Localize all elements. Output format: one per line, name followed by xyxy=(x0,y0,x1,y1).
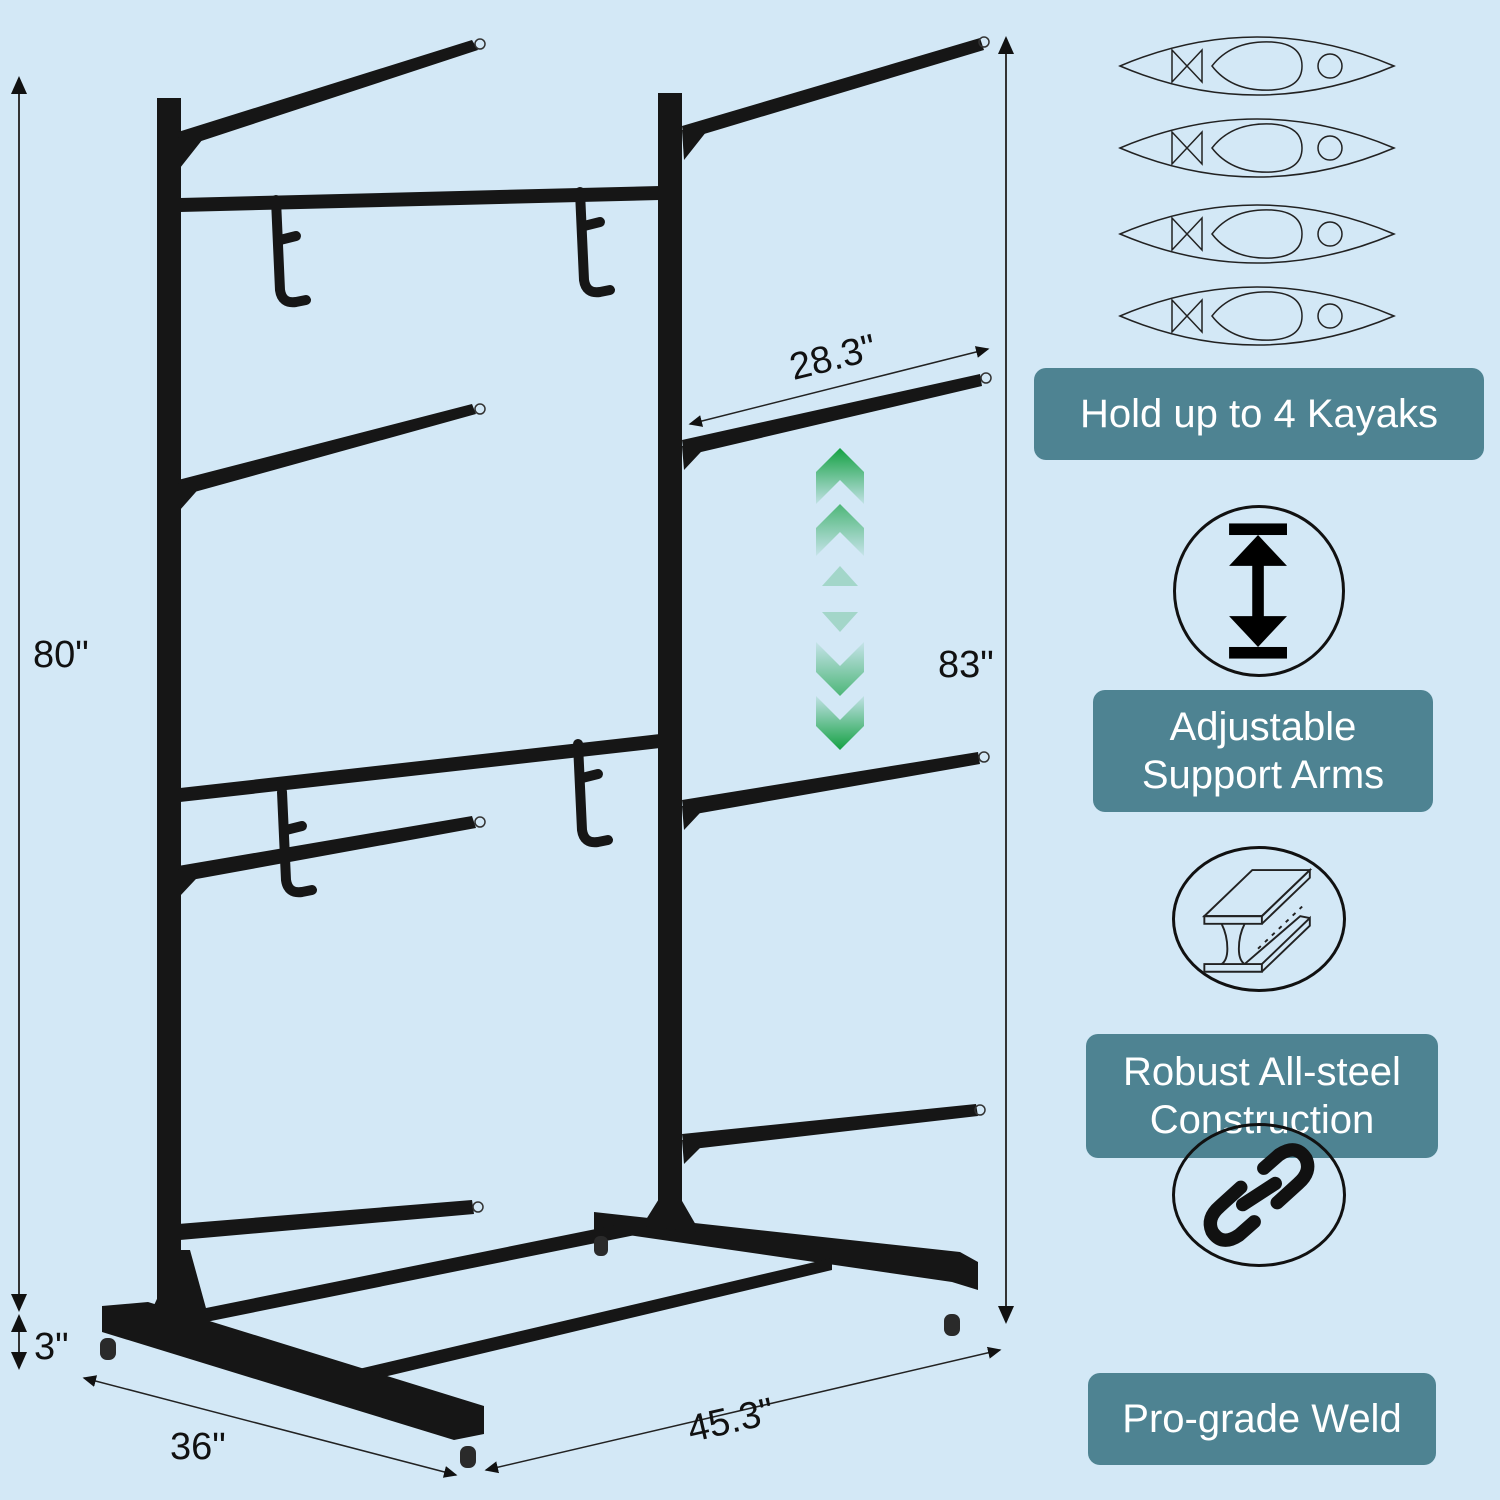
feature-label-weld: Pro-grade Weld xyxy=(1122,1397,1402,1441)
base-depth-dimension-line xyxy=(82,1375,458,1478)
feature-badge-steel: Robust All-steel Construction xyxy=(1086,1034,1438,1158)
label-upright-height: 83" xyxy=(938,644,994,686)
arm-dimension-line xyxy=(688,346,990,427)
label-total-height: 80" xyxy=(33,634,89,676)
hanging-hooks xyxy=(271,187,615,898)
feature-badge-capacity: Hold up to 4 Kayaks xyxy=(1034,368,1484,460)
feature-label-capacity: Hold up to 4 Kayaks xyxy=(1080,392,1438,436)
feature-label-adjustable-line2: Support Arms xyxy=(1141,753,1385,797)
kayak-stack-icon xyxy=(1118,36,1396,346)
adjustable-height-icon xyxy=(1173,505,1345,677)
adjust-arrows-icon xyxy=(816,448,864,750)
steel-i-beam-icon xyxy=(1172,846,1346,992)
label-base-depth: 36" xyxy=(170,1426,226,1468)
rack-frame xyxy=(102,38,984,1440)
feature-badge-weld: Pro-grade Weld xyxy=(1088,1373,1436,1465)
chain-link-icon xyxy=(1172,1123,1346,1267)
feature-badge-adjustable: Adjustable Support Arms xyxy=(1093,690,1433,812)
feature-label-steel-line1: Robust All-steel xyxy=(1123,1050,1401,1094)
caster-wheels xyxy=(100,1236,960,1468)
feature-label-adjustable-line1: Adjustable xyxy=(1169,705,1357,749)
label-caster-clearance: 3" xyxy=(34,1326,69,1368)
base-width-dimension-line xyxy=(484,1346,1002,1474)
